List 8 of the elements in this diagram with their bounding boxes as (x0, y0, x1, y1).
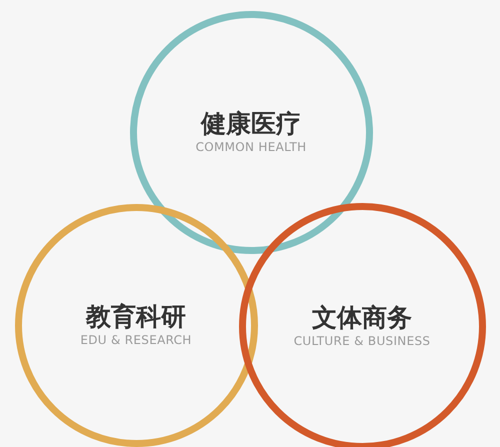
circle-subtitle: COMMON HEALTH (196, 139, 306, 155)
circle-title: 健康医疗 (199, 109, 302, 139)
circle-title: 文体商务 (311, 303, 413, 333)
circle-subtitle: CULTURE & BUSINESS (294, 333, 430, 349)
venn-circle (130, 10, 372, 254)
venn-circle (14, 204, 258, 446)
circle-subtitle: EDU & RESEARCH (80, 332, 192, 348)
circle-title: 教育科研 (84, 302, 187, 332)
